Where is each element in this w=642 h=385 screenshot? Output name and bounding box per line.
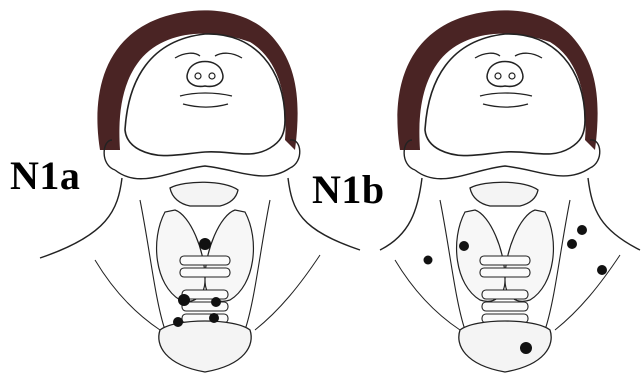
lymph-node	[199, 238, 211, 250]
figure-n1b	[380, 10, 640, 372]
lymph-node	[211, 297, 221, 307]
thyroid-cartilage-right	[470, 182, 538, 206]
face-right	[425, 34, 585, 156]
face-left	[125, 34, 285, 156]
hair-left	[97, 10, 297, 150]
lymph-node	[597, 265, 607, 275]
lymph-node	[424, 256, 433, 265]
lymph-node	[209, 313, 219, 323]
lymph-node	[577, 225, 587, 235]
sternum-right	[459, 321, 551, 372]
lymph-node	[173, 317, 183, 327]
lymph-node	[178, 294, 190, 306]
nose-right	[487, 62, 523, 87]
lymph-node	[459, 241, 469, 251]
sternum-left	[159, 321, 251, 372]
lymph-node	[520, 342, 532, 354]
nose-left	[187, 62, 223, 87]
stage-label-n1b: N1b	[312, 170, 385, 210]
thyroid-cartilage-left	[170, 182, 238, 206]
stage-label-n1a: N1a	[10, 156, 80, 196]
hair-right	[397, 10, 597, 150]
lymph-node	[567, 239, 577, 249]
